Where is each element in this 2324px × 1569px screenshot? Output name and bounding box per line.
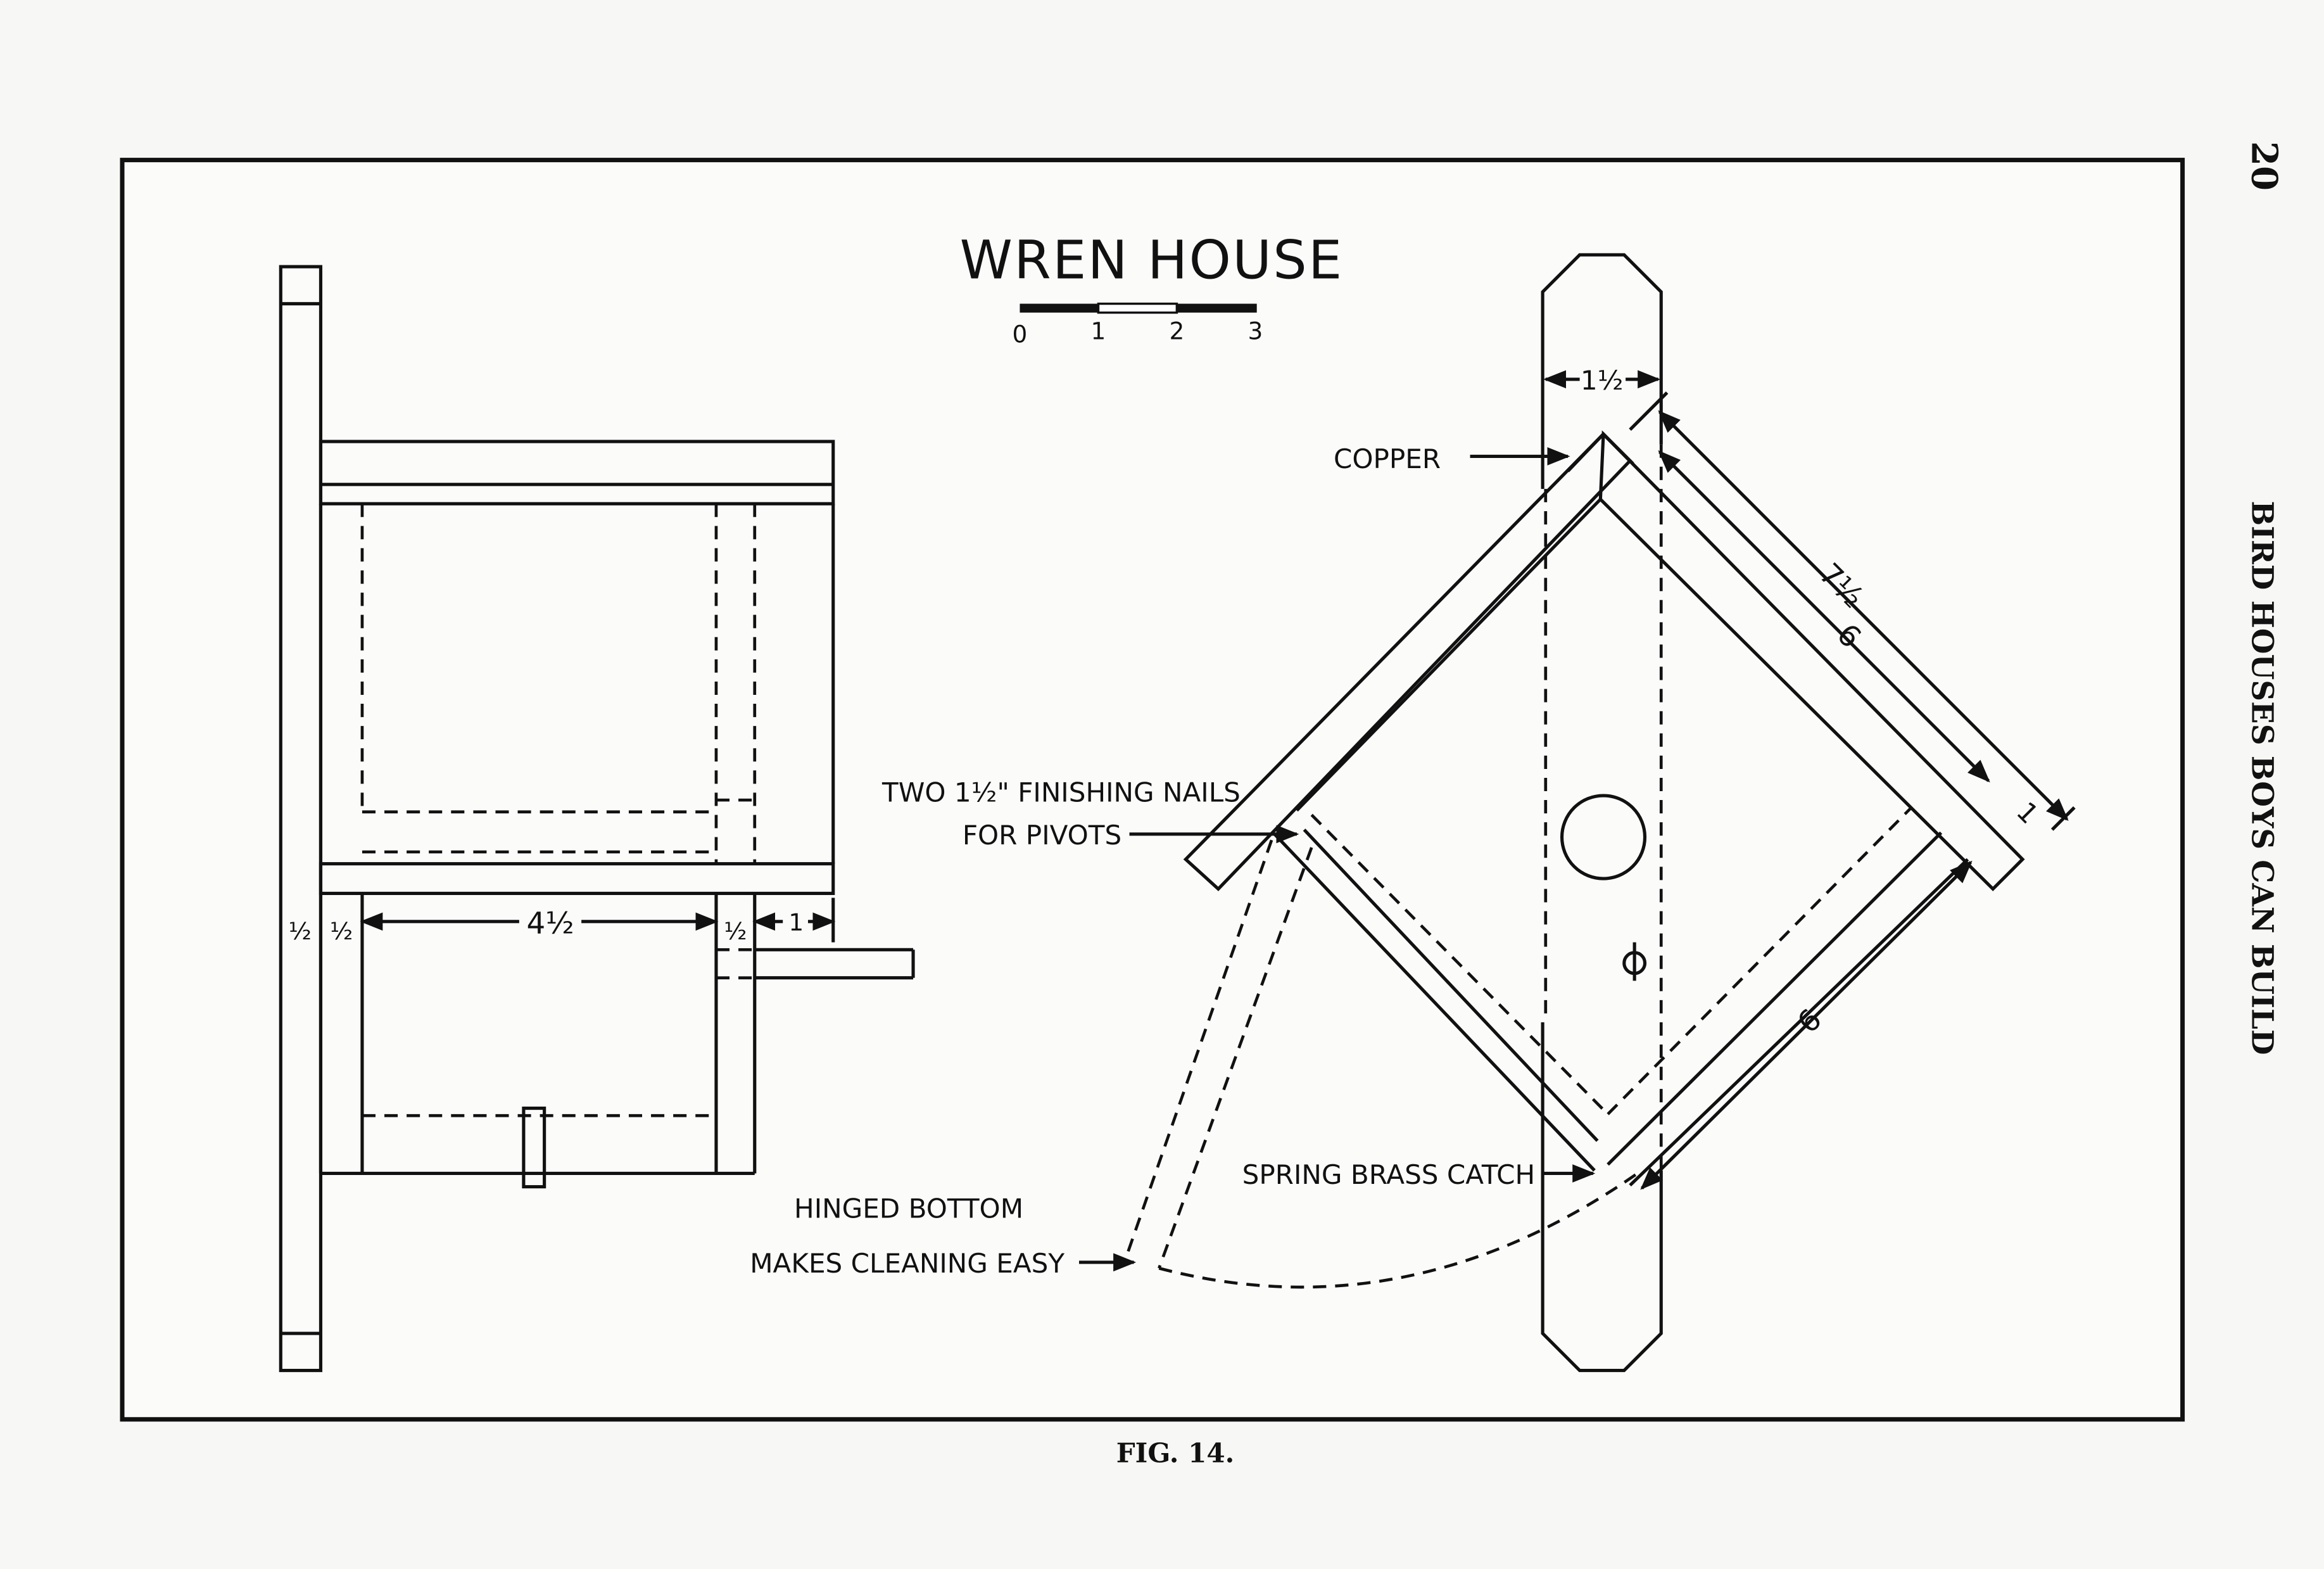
figure-caption: FIG. 14.	[1116, 1437, 1235, 1469]
label-catch: SPRING BRASS CATCH	[1242, 1159, 1536, 1190]
page-number: 20	[2244, 141, 2285, 191]
dim-post-thickness: ½	[289, 917, 312, 945]
catch-side	[522, 1106, 546, 1189]
scale-label-0: 0	[1013, 320, 1028, 348]
roof-side	[319, 440, 835, 505]
hinged-bottom-open	[1125, 839, 1639, 1289]
label-copper: COPPER	[1334, 443, 1441, 474]
dim-interior-depth: 4½	[526, 907, 574, 941]
entrance-hole	[1560, 794, 1647, 880]
scale-label-1: 1	[1091, 317, 1106, 345]
label-nails-1: TWO 1½" FINISHING NAILS	[881, 777, 1241, 808]
drawing-title: WREN HOUSE	[960, 229, 1344, 291]
running-header: BIRD HOUSES BOYS CAN BUILD	[2245, 500, 2280, 1055]
scale-label-2: 2	[1169, 317, 1184, 345]
side-dimensions: ½ ½ 4½ ½ 1	[289, 898, 836, 945]
label-hinged-1: HINGED BOTTOM	[794, 1193, 1023, 1224]
floor-side	[319, 862, 835, 895]
dim-wall-thickness: ½	[330, 917, 353, 945]
dim-front-thickness: ½	[724, 917, 747, 945]
scale-bar: 0 1 2 3	[1013, 302, 1263, 348]
label-nails-2: FOR PIVOTS	[963, 820, 1121, 851]
dim-post-width: 1½	[1581, 365, 1624, 396]
perch-side	[716, 948, 915, 980]
callouts: COPPER TWO 1½" FINISHING NAILS FOR PIVOT…	[750, 443, 1596, 1279]
label-hinged-2: MAKES CLEANING EASY	[750, 1248, 1064, 1279]
scale-label-3: 3	[1247, 317, 1263, 345]
side-view: ½ ½ 4½ ½ 1	[279, 265, 915, 1373]
dim-overhang: 1	[788, 908, 804, 936]
